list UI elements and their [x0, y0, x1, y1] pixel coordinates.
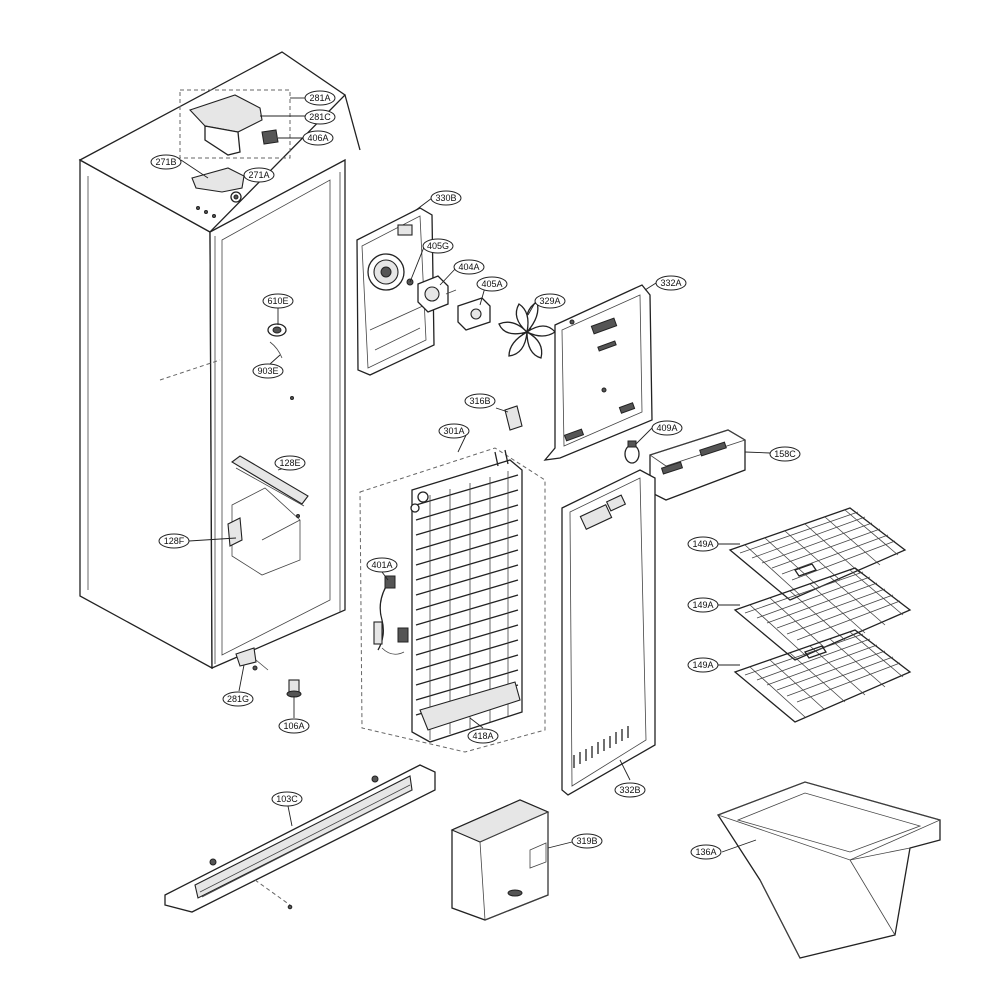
label-405G: 405G: [422, 238, 454, 254]
label-128F: 128F: [158, 533, 190, 549]
label-330B: 330B: [430, 190, 462, 206]
part-319B-drain-cover: [450, 799, 550, 921]
label-149A-top: 149A: [687, 536, 719, 552]
label-128E: 128E: [274, 455, 306, 471]
label-301A: 301A: [438, 423, 470, 439]
svg-text:405G: 405G: [427, 241, 449, 251]
svg-text:281C: 281C: [309, 112, 331, 122]
refrigerator-cabinet: [78, 51, 361, 671]
svg-text:149A: 149A: [692, 600, 713, 610]
label-409A: 409A: [651, 420, 683, 436]
label-149A-middle: 149A: [687, 597, 719, 613]
label-271A: 271A: [243, 167, 275, 183]
svg-text:106A: 106A: [283, 721, 304, 731]
label-281C: 281C: [304, 109, 336, 125]
svg-text:158C: 158C: [774, 449, 796, 459]
label-106A: 106A: [278, 718, 310, 734]
part-332A-fan-cover: [543, 284, 653, 461]
part-329A-fan-blade: [498, 301, 556, 359]
label-319B: 319B: [571, 833, 603, 849]
part-136A-bin: [716, 781, 942, 959]
label-405A: 405A: [476, 276, 508, 292]
svg-text:406A: 406A: [307, 133, 328, 143]
part-330B-bracket: [356, 207, 435, 376]
label-281A: 281A: [304, 90, 336, 106]
svg-text:271A: 271A: [248, 170, 269, 180]
label-406A: 406A: [302, 130, 334, 146]
svg-text:136A: 136A: [695, 847, 716, 857]
label-271B: 271B: [150, 154, 182, 170]
part-labels: 281A 281C 406A 271B 271A 330B 405G 404A …: [150, 90, 801, 860]
svg-text:271B: 271B: [155, 157, 176, 167]
svg-text:409A: 409A: [656, 423, 677, 433]
svg-text:405A: 405A: [481, 279, 502, 289]
svg-text:281A: 281A: [309, 93, 330, 103]
svg-text:319B: 319B: [576, 836, 597, 846]
top-hinge-271: [191, 167, 245, 203]
svg-text:128F: 128F: [164, 536, 185, 546]
part-610E-socket: [267, 323, 294, 400]
svg-text:903E: 903E: [257, 366, 278, 376]
svg-text:332B: 332B: [619, 785, 640, 795]
svg-text:281G: 281G: [227, 694, 249, 704]
label-316B: 316B: [464, 393, 496, 409]
part-316B: [504, 405, 523, 431]
part-149A-shelf-top: [728, 507, 907, 601]
label-329A: 329A: [534, 293, 566, 309]
svg-text:418A: 418A: [472, 731, 493, 741]
label-404A: 404A: [453, 259, 485, 275]
part-404A-fan-motor: [417, 275, 457, 313]
label-401A: 401A: [366, 557, 398, 573]
part-103C-base-rail: [164, 764, 436, 913]
label-281G: 281G: [222, 691, 254, 707]
label-149A-bottom: 149A: [687, 657, 719, 673]
part-401A-heater-wire: [373, 575, 409, 655]
svg-text:316B: 316B: [469, 396, 490, 406]
top-hinge-cover-group: [179, 89, 291, 159]
label-418A: 418A: [467, 728, 499, 744]
part-409A-lamp: [624, 440, 640, 464]
svg-text:404A: 404A: [458, 262, 479, 272]
svg-text:103C: 103C: [276, 794, 298, 804]
part-332B-panel: [561, 469, 656, 796]
svg-text:332A: 332A: [660, 278, 681, 288]
label-903E: 903E: [252, 363, 284, 379]
label-332A: 332A: [655, 275, 687, 291]
part-128E-rail: [231, 455, 309, 518]
label-332B: 332B: [614, 782, 646, 798]
svg-text:301A: 301A: [443, 426, 464, 436]
svg-text:149A: 149A: [692, 539, 713, 549]
label-158C: 158C: [769, 446, 801, 462]
part-149A-shelf-middle: [733, 567, 912, 661]
svg-text:329A: 329A: [539, 296, 560, 306]
label-136A: 136A: [690, 844, 722, 860]
svg-text:149A: 149A: [692, 660, 713, 670]
part-106A-foot: [286, 679, 302, 698]
label-610E: 610E: [262, 293, 294, 309]
part-405A-mount: [457, 297, 491, 331]
svg-text:128E: 128E: [279, 458, 300, 468]
part-301A-evaporator-assembly: [359, 447, 546, 753]
part-149A-shelf-bottom: [733, 629, 912, 723]
svg-text:330B: 330B: [435, 193, 456, 203]
label-103C: 103C: [271, 791, 303, 807]
svg-text:401A: 401A: [371, 560, 392, 570]
svg-text:610E: 610E: [267, 296, 288, 306]
